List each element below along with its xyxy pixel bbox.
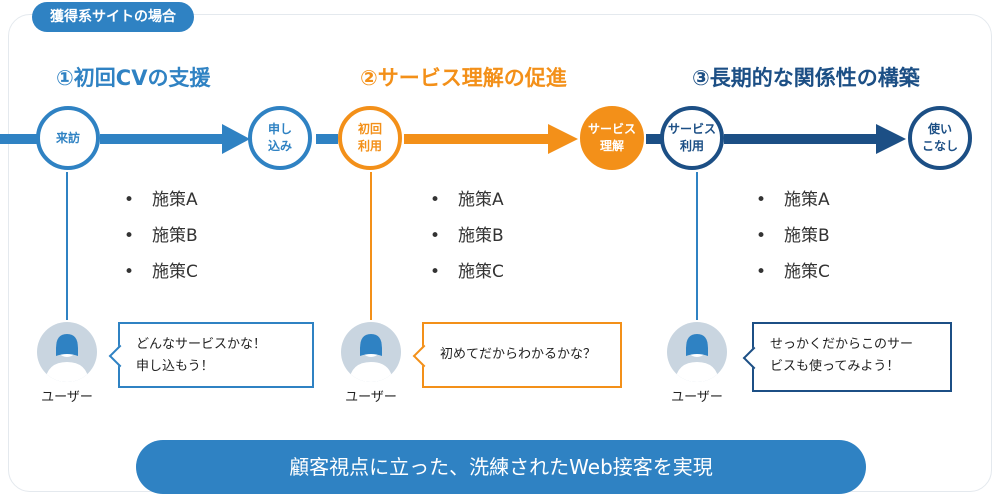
stage3-connector	[696, 172, 698, 320]
measure-item: 施策C	[430, 254, 504, 290]
measure-item: 施策A	[430, 182, 504, 218]
bubble-line: ビスも使ってみよう！	[770, 359, 900, 374]
stage2-connector	[370, 172, 372, 320]
measure-item: 施策C	[756, 254, 830, 290]
bubble-line: どんなサービスかな！	[136, 337, 267, 352]
stage1-end-label: 申し 込み	[267, 122, 292, 153]
stage2-start-node: 初回 利用	[338, 106, 402, 170]
bubble-line: 申し込もう！	[136, 359, 214, 374]
stage1-start-node: 来訪	[36, 106, 100, 170]
stage1-speech-bubble: どんなサービスかな！ 申し込もう！	[118, 322, 314, 388]
flow-arrowhead-stage1	[222, 124, 250, 154]
stage3-title: ③長期的な関係性の構築	[692, 66, 920, 90]
stage1-measures: 施策A 施策B 施策C	[124, 182, 198, 290]
user-label: ユーザー	[345, 390, 397, 405]
flow-line-stage2	[404, 134, 554, 144]
flow-line-connector1	[316, 134, 338, 144]
bubble-line: 初めてだからわかるかな？	[440, 347, 597, 362]
user-icon	[349, 334, 393, 382]
flow-arrowhead-stage3	[876, 124, 906, 154]
stage3-end-label: 使い こなし	[921, 122, 958, 153]
user-label: ユーザー	[671, 390, 723, 405]
measure-item: 施策C	[124, 254, 198, 290]
user-avatar	[37, 322, 97, 382]
stage2-end-node: サービス 理解	[580, 106, 644, 170]
measure-item: 施策B	[756, 218, 830, 254]
user-avatar	[341, 322, 401, 382]
stage1-connector	[66, 172, 68, 320]
summary-banner: 顧客視点に立った、洗練されたWeb接客を実現	[136, 440, 866, 494]
stage2-title: ②サービス理解の促進	[360, 66, 567, 90]
flow-line-connector2	[646, 134, 662, 144]
stage2-measures: 施策A 施策B 施策C	[430, 182, 504, 290]
flow-line-stage3	[724, 134, 882, 144]
stage2-start-label: 初回 利用	[357, 122, 382, 153]
flow-line-stage1	[100, 134, 228, 144]
user-icon	[45, 334, 89, 382]
stage3-speech-bubble: せっかくだからこのサー ビスも使ってみよう！	[752, 322, 952, 392]
user-icon	[675, 334, 719, 382]
stage3-start-label: サービス 利用	[667, 122, 716, 153]
stage3-start-node: サービス 利用	[660, 106, 724, 170]
user-avatar	[667, 322, 727, 382]
stage2-end-label: サービス 理解	[587, 122, 636, 153]
measure-item: 施策B	[430, 218, 504, 254]
measure-item: 施策A	[124, 182, 198, 218]
stage1-end-node: 申し 込み	[248, 106, 312, 170]
site-type-tag: 獲得系サイトの場合	[32, 2, 194, 32]
flow-line-entry	[0, 134, 38, 144]
measure-item: 施策B	[124, 218, 198, 254]
measure-item: 施策A	[756, 182, 830, 218]
flow-arrowhead-stage2	[548, 124, 578, 154]
user-label: ユーザー	[41, 390, 93, 405]
stage3-measures: 施策A 施策B 施策C	[756, 182, 830, 290]
bubble-line: せっかくだからこのサー	[770, 337, 914, 352]
stage2-speech-bubble: 初めてだからわかるかな？	[422, 322, 622, 388]
stage1-title: ①初回CVの支援	[56, 66, 211, 90]
stage3-end-node: 使い こなし	[908, 106, 972, 170]
stage1-start-label: 来訪	[55, 130, 80, 145]
